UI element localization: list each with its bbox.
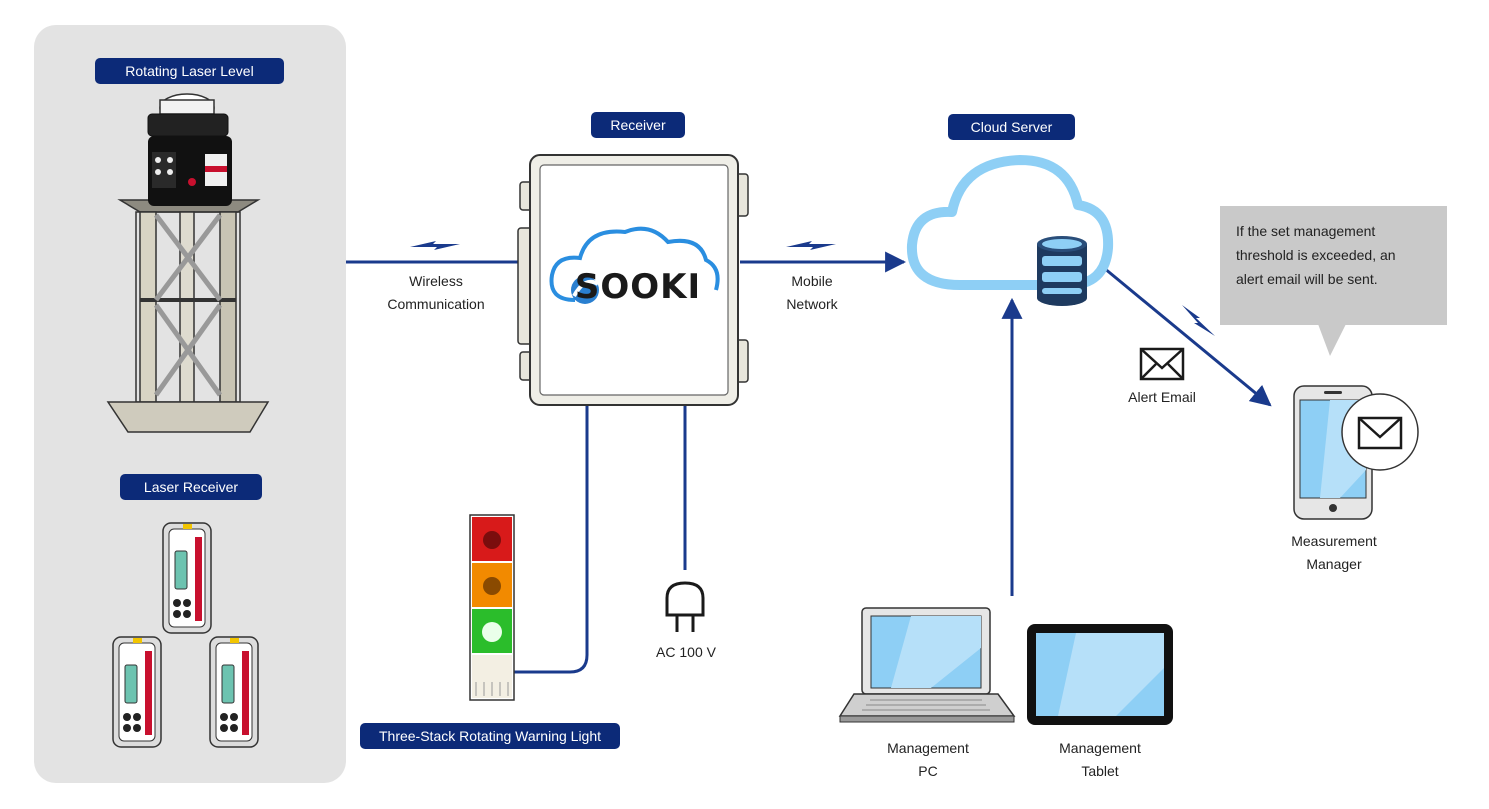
envelope-icon [1139, 347, 1185, 381]
tablet-icon [1027, 624, 1173, 725]
laser-receiver-icon [209, 636, 259, 748]
alert-threshold-callout: If the set management threshold is excee… [1220, 206, 1447, 325]
laser-receiver-label: Laser Receiver [120, 474, 262, 500]
rotating-laser-icon [106, 93, 270, 433]
lightning-icons [410, 241, 1215, 336]
warning-light-label: Three-Stack Rotating Warning Light [360, 723, 620, 749]
lightning-icon [786, 241, 836, 250]
rotating-laser-level-label: Rotating Laser Level [95, 58, 284, 84]
smartphone-icon [1293, 385, 1419, 520]
connection-lines [346, 251, 1272, 674]
mobile-network-text: Mobile Network [786, 273, 838, 312]
laptop-icon [838, 607, 1016, 723]
lightning-icon [410, 241, 460, 250]
warning-light-icon [469, 514, 515, 701]
power-text: AC 100 V [656, 644, 716, 660]
database-icon [1037, 236, 1087, 306]
alert-email-text: Alert Email [1128, 389, 1196, 405]
measurement-manager-text: Measurement Manager [1291, 533, 1377, 572]
alert-email-link [1103, 266, 1272, 407]
callout-pointer [1318, 324, 1346, 356]
receiver-box-icon [517, 154, 749, 406]
brand-logo: SOOKI [574, 267, 702, 307]
management-tablet-text: Management Tablet [1059, 740, 1141, 779]
warning-light-cable [514, 402, 589, 674]
laser-receiver-icon [112, 636, 162, 748]
receiver-label: Receiver [591, 112, 685, 138]
lightning-icon [1182, 305, 1215, 336]
cloud-server-label: Cloud Server [948, 114, 1075, 140]
wireless-communication-text: Wireless Communication [387, 273, 485, 312]
power-plug-icon [665, 581, 705, 632]
laser-receivers [112, 522, 259, 748]
laser-receiver-icon [162, 522, 212, 634]
management-pc-text: Management PC [887, 740, 969, 779]
